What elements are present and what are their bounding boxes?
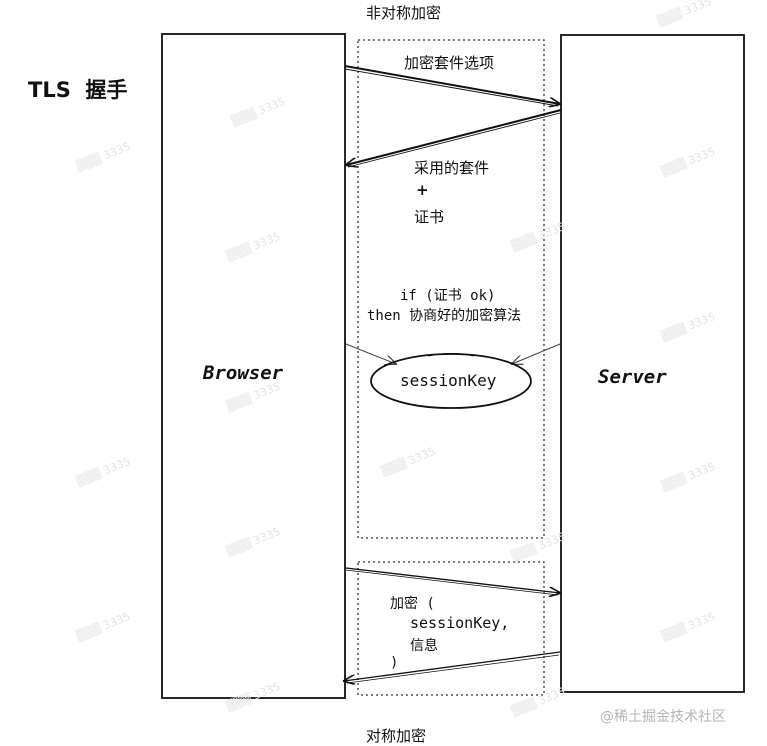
source-watermark: @稀土掘金技术社区 [600, 709, 726, 725]
encrypt-line-1: 加密 ( [390, 596, 435, 612]
plus-label: + [416, 181, 429, 199]
certificate-label: 证书 [414, 208, 445, 226]
diagram-title: TLS 握手 [28, 78, 128, 102]
arrow-browser-to-key [345, 343, 396, 364]
session-key-label: sessionKey [400, 371, 497, 390]
browser-label: Browser [203, 362, 284, 384]
server-box [560, 34, 745, 693]
encrypt-line-2: sessionKey, [410, 614, 510, 632]
asymmetric-region [357, 39, 545, 539]
cipher-options-label: 加密套件选项 [404, 54, 495, 72]
browser-box [161, 33, 346, 699]
condition-line-1: if (证书 ok) [400, 288, 496, 304]
symmetric-region [357, 561, 545, 696]
arrow-server-to-key [512, 343, 561, 364]
arrow-encrypted-to-browser [344, 651, 561, 683]
arrow-cipher-options [344, 65, 560, 106]
server-label: Server [598, 366, 667, 388]
encrypt-line-4: ) [390, 655, 399, 671]
arrow-encrypted-to-server [345, 567, 560, 595]
encrypt-line-3: 信息 [410, 638, 438, 654]
condition-line-2: then 协商好的加密算法 [367, 308, 522, 324]
arrow-suite-certificate [346, 109, 562, 167]
asymmetric-label: 非对称加密 [366, 4, 442, 22]
chosen-suite-label: 采用的套件 [414, 159, 490, 177]
symmetric-label: 对称加密 [366, 727, 427, 745]
